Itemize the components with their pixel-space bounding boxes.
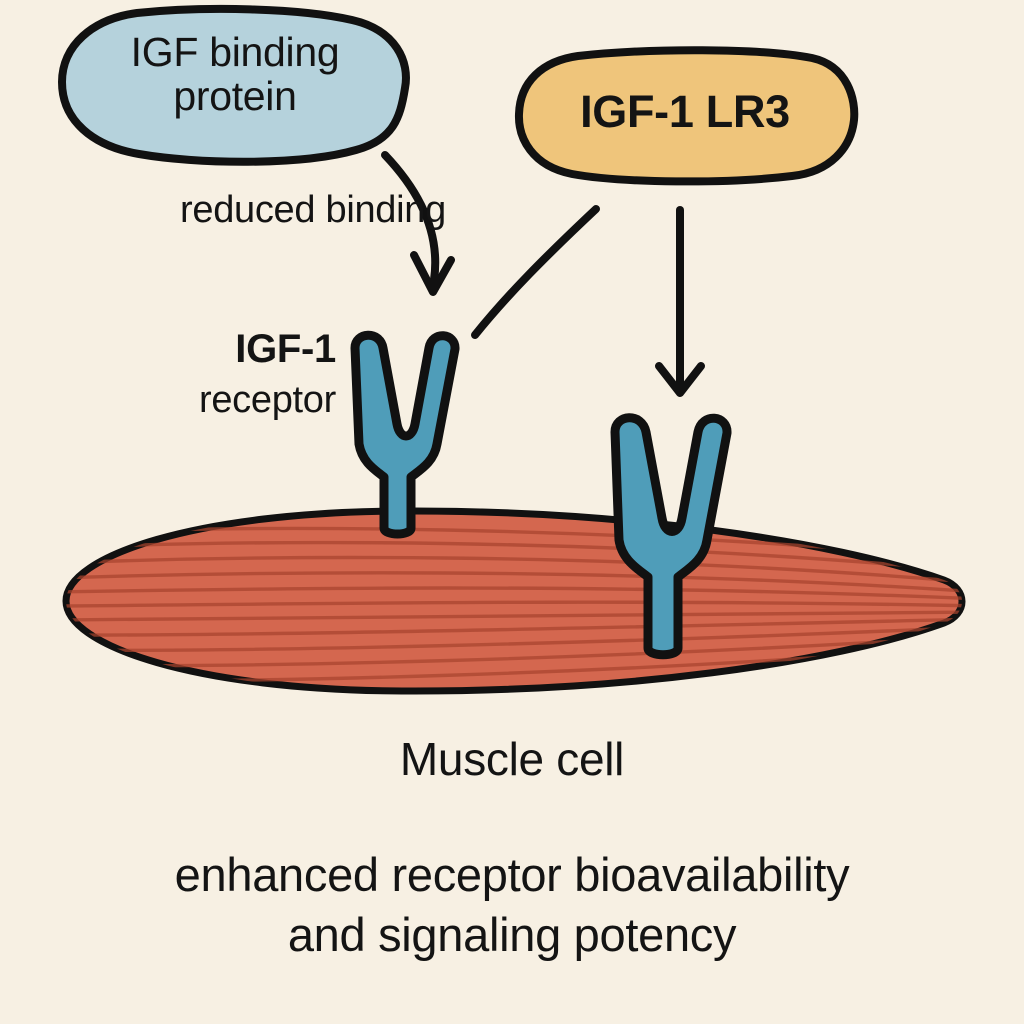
conclusion-caption: enhanced receptor bioavailability and sig… [52,845,972,965]
igf1-lr3-label: IGF‑1 LR3 [580,86,790,137]
muscle-cell-label: Muscle cell [399,733,625,785]
reduced-binding-arrow [381,151,455,296]
reduced-binding-label: reduced binding [180,189,446,231]
igf1-receptor-label-line2: receptor [198,379,336,421]
igf1-receptor-label-line1: IGF‑1 [235,327,336,371]
conclusion-line1: enhanced receptor bioavailability [174,848,850,901]
muscle-cell-shape [62,507,966,695]
igf-binding-protein-blob[interactable] [58,4,410,166]
conclusion-line2: and signaling potency [287,908,737,962]
igf1-lr3-blob[interactable] [514,46,859,186]
receptor-left[interactable] [350,330,460,539]
receptor-right[interactable] [610,413,732,660]
igf-binding-protein-label: IGF binding protein [130,29,340,120]
lr3-to-left-receptor-line [471,205,600,339]
lr3-to-right-receptor-arrow [655,206,705,397]
